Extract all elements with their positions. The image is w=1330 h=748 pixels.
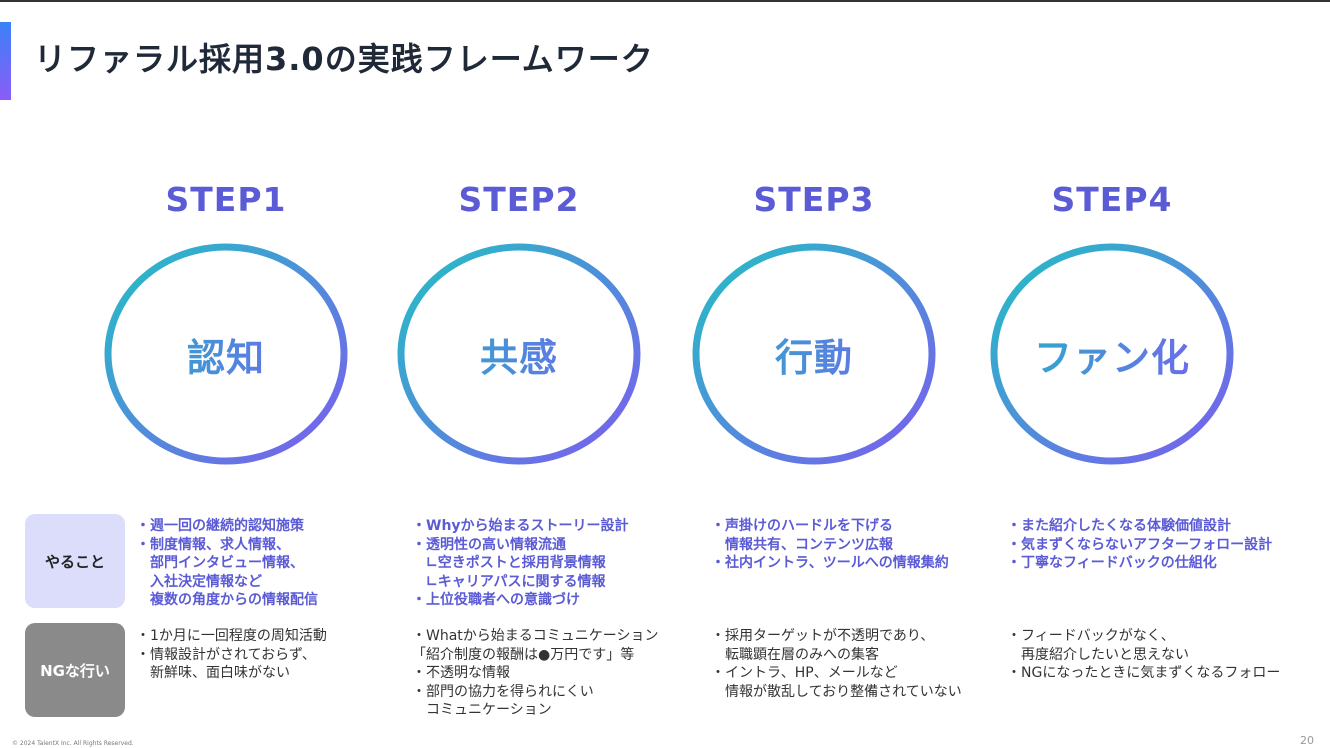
list-item: 入社決定情報など [136,573,262,590]
list-item: ・上位役職者への意識づけ [412,592,580,608]
step-circle: 行動 [689,239,939,469]
ng-list-step3: ・採用ターゲットが不透明であり、 転職顕在層のみへの集客 ・イントラ、HP、メー… [711,627,962,701]
list-item: 「紹介制度の報酬は●万円です」等 [412,646,635,663]
step-label: STEP4 [1051,180,1173,219]
step-name: ファン化 [987,239,1237,469]
ring-icon [692,243,936,465]
list-item: ・社内イントラ、ツールへの情報集約 [711,555,949,571]
list-item: ・丁寧なフィードバックの仕組化 [1007,555,1217,571]
step-circle: ファン化 [987,239,1237,469]
do-list-step2: ・Whyから始まるストーリー設計 ・透明性の高い情報流通 ∟空きポストと採用背景… [412,517,629,610]
list-item: ・NGになったときに気まずくなるフォロー [1007,665,1281,681]
top-border-line [0,0,1330,2]
list-item: ・部門の協力を得られにくい [412,683,594,700]
step-label: STEP1 [165,180,287,219]
list-item: 新鮮味、面白味がない [136,665,290,681]
list-item: 再度紹介したいと思えない [1007,646,1189,663]
list-item: ・制度情報、求人情報、 [136,536,290,553]
list-item: ・フィードバックがなく、 [1007,628,1175,644]
list-item: ・採用ターゲットが不透明であり、 [711,628,935,644]
step-circle: 共感 [394,239,644,469]
step-column-2: STEP2 共感 [369,180,669,469]
list-item: 部門インタビュー情報、 [136,555,304,571]
title-accent-bar [0,22,11,100]
list-item: ・不透明な情報 [412,665,510,681]
copyright-footer: © 2024 TalentX Inc. All Rights Reserved. [12,740,134,747]
list-item: 複数の角度からの情報配信 [136,592,318,608]
do-list-step3: ・声掛けのハードルを下げる 情報共有、コンテンツ広報 ・社内イントラ、ツールへの… [711,517,949,573]
step-label: STEP2 [458,180,580,219]
page-number: 20 [1300,734,1314,747]
list-item: 情報が散乱しており整備されていない [711,683,962,700]
ring-icon [104,243,348,465]
step-column-4: STEP4 ファン化 [962,180,1262,469]
do-row-label: やること [25,514,125,608]
list-item: ・Whyから始まるストーリー設計 [412,518,629,534]
step-circle: 認知 [101,239,351,469]
ring-icon [990,243,1234,465]
list-item: ∟キャリアパスに関する情報 [412,573,606,590]
list-item: ・声掛けのハードルを下げる [711,518,893,534]
step-name: 認知 [101,239,351,469]
ring-icon [397,243,641,465]
step-name: 行動 [689,239,939,469]
list-item: 情報共有、コンテンツ広報 [711,536,893,553]
do-list-step1: ・週一回の継続的認知施策 ・制度情報、求人情報、 部門インタビュー情報、 入社決… [136,517,318,610]
list-item: ・また紹介したくなる体験価値設計 [1007,518,1231,534]
list-item: ・Whatから始まるコミュニケーション [412,628,659,644]
list-item: ・気まずくならないアフターフォロー設計 [1007,536,1273,553]
list-item: ・イントラ、HP、メールなど [711,665,898,681]
do-list-step4: ・また紹介したくなる体験価値設計 ・気まずくならないアフターフォロー設計 ・丁寧… [1007,517,1272,573]
list-item: ∟空きポストと採用背景情報 [412,555,606,571]
step-column-3: STEP3 行動 [664,180,964,469]
list-item: ・1か月に一回程度の周知活動 [136,628,327,644]
ng-row-label: NGな行い [25,623,125,717]
page-title: リファラル採用3.0の実践フレームワーク [34,40,654,78]
ng-list-step2: ・Whatから始まるコミュニケーション 「紹介制度の報酬は●万円です」等 ・不透… [412,627,659,720]
list-item: ・透明性の高い情報流通 [412,536,566,553]
step-label: STEP3 [753,180,875,219]
ng-list-step1: ・1か月に一回程度の周知活動 ・情報設計がされておらず、 新鮮味、面白味がない [136,627,327,683]
ng-list-step4: ・フィードバックがなく、 再度紹介したいと思えない ・NGになったときに気まずく… [1007,627,1280,683]
list-item: 転職顕在層のみへの集客 [711,646,879,663]
step-name: 共感 [394,239,644,469]
list-item: コミュニケーション [412,702,552,718]
step-column-1: STEP1 認知 [76,180,376,469]
list-item: ・週一回の継続的認知施策 [136,518,304,534]
list-item: ・情報設計がされておらず、 [136,646,316,663]
